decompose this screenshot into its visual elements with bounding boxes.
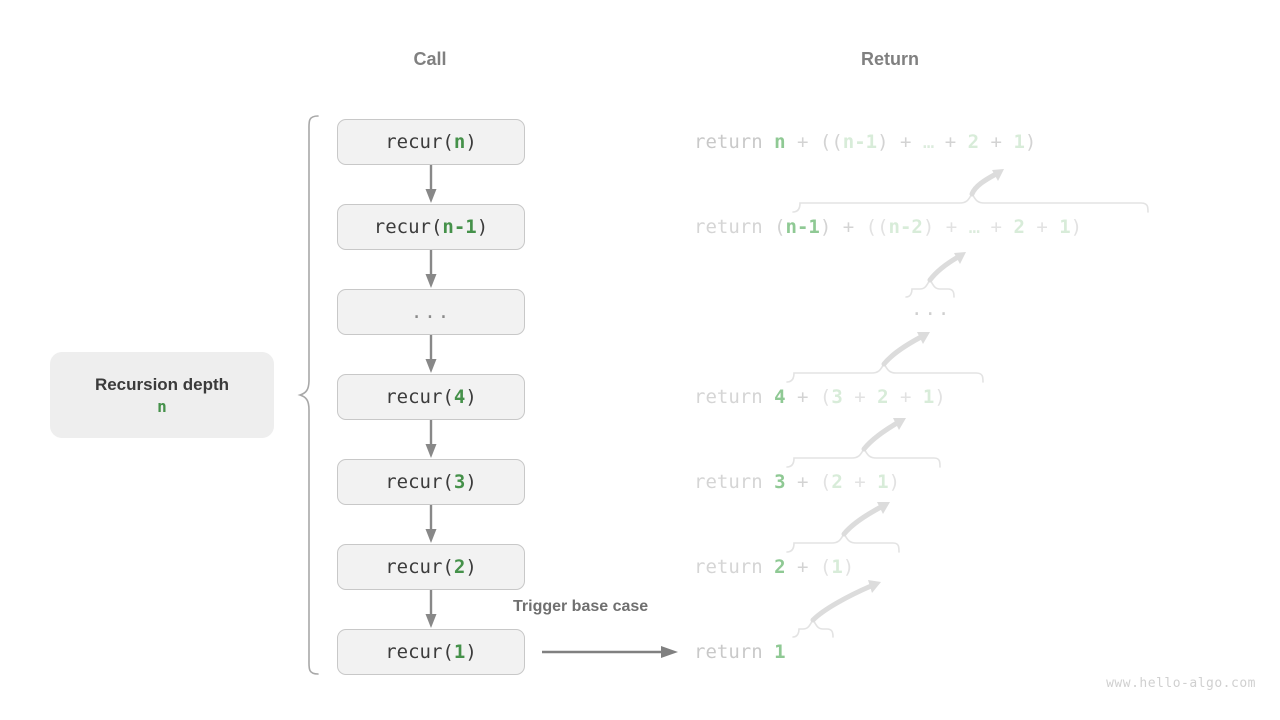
call-arrow-5 [425, 505, 437, 543]
return-brace-6 [786, 532, 900, 553]
return-keyword: return [694, 471, 763, 493]
column-header-return: Return [861, 49, 919, 69]
return-arrow-6 [841, 502, 890, 537]
call-box-label: recur(2) [385, 556, 477, 578]
call-box-recur-n[interactable]: recur(n) [337, 119, 525, 165]
call-box-label: recur(n-1) [373, 216, 489, 238]
return-brace-5 [786, 447, 941, 468]
call-box-label: recur(4) [385, 386, 477, 408]
recursion-depth-badge: Recursion depth n [50, 352, 274, 438]
call-arrow-1 [425, 165, 437, 203]
return-keyword: return [694, 386, 763, 408]
call-arrow-4 [425, 420, 437, 458]
watermark: www.hello-algo.com [1106, 676, 1256, 691]
recursion-depth-value: n [157, 396, 167, 416]
trigger-base-case-label: Trigger base case [513, 598, 649, 615]
call-box-recur-2[interactable]: recur(2) [337, 544, 525, 590]
call-arrow-2 [425, 250, 437, 288]
return-brace-7 [792, 618, 834, 638]
return-arrow-2 [969, 169, 1004, 197]
return-arrow-4 [881, 332, 930, 367]
base-case-arrow [542, 646, 678, 658]
return-keyword: return [694, 641, 763, 663]
return-brace-4 [786, 362, 984, 383]
recursion-depth-title: Recursion depth [94, 374, 230, 394]
column-header-call: Call [413, 49, 447, 69]
return-line-ellipsis: ... [911, 298, 952, 320]
return-arrow-5 [861, 418, 906, 452]
call-box-label: recur(3) [385, 471, 477, 493]
return-line-3: return 3 + (2 + 1) [694, 471, 901, 493]
return-keyword: return [694, 216, 763, 238]
call-box-ellipsis: ... [337, 289, 525, 335]
return-line-4: return 4 + (3 + 2 + 1) [694, 386, 946, 408]
return-keyword: return [694, 131, 763, 153]
return-arrow-dots [927, 252, 966, 283]
call-box-recur-n-1[interactable]: recur(n-1) [337, 204, 525, 250]
call-box-recur-4[interactable]: recur(4) [337, 374, 525, 420]
return-brace-2 [792, 192, 1149, 213]
call-box-recur-3[interactable]: recur(3) [337, 459, 525, 505]
call-box-label: recur(n) [385, 131, 477, 153]
return-line-2: return 2 + (1) [694, 556, 855, 578]
return-brace-dots [905, 278, 955, 298]
return-line-n-1: return (n-1) + ((n-2) + … + 2 + 1) [694, 216, 1083, 238]
call-arrow-6 [425, 590, 437, 628]
recursion-depth-brace [297, 115, 319, 675]
call-arrow-3 [425, 335, 437, 373]
return-arrow-7 [810, 580, 881, 623]
call-box-recur-1[interactable]: recur(1) [337, 629, 525, 675]
return-line-1: return 1 [694, 641, 786, 663]
call-box-label: ... [410, 301, 452, 323]
call-box-label: recur(1) [385, 641, 477, 663]
return-line-n: return n + ((n-1) + … + 2 + 1) [694, 131, 1037, 153]
return-keyword: return [694, 556, 763, 578]
